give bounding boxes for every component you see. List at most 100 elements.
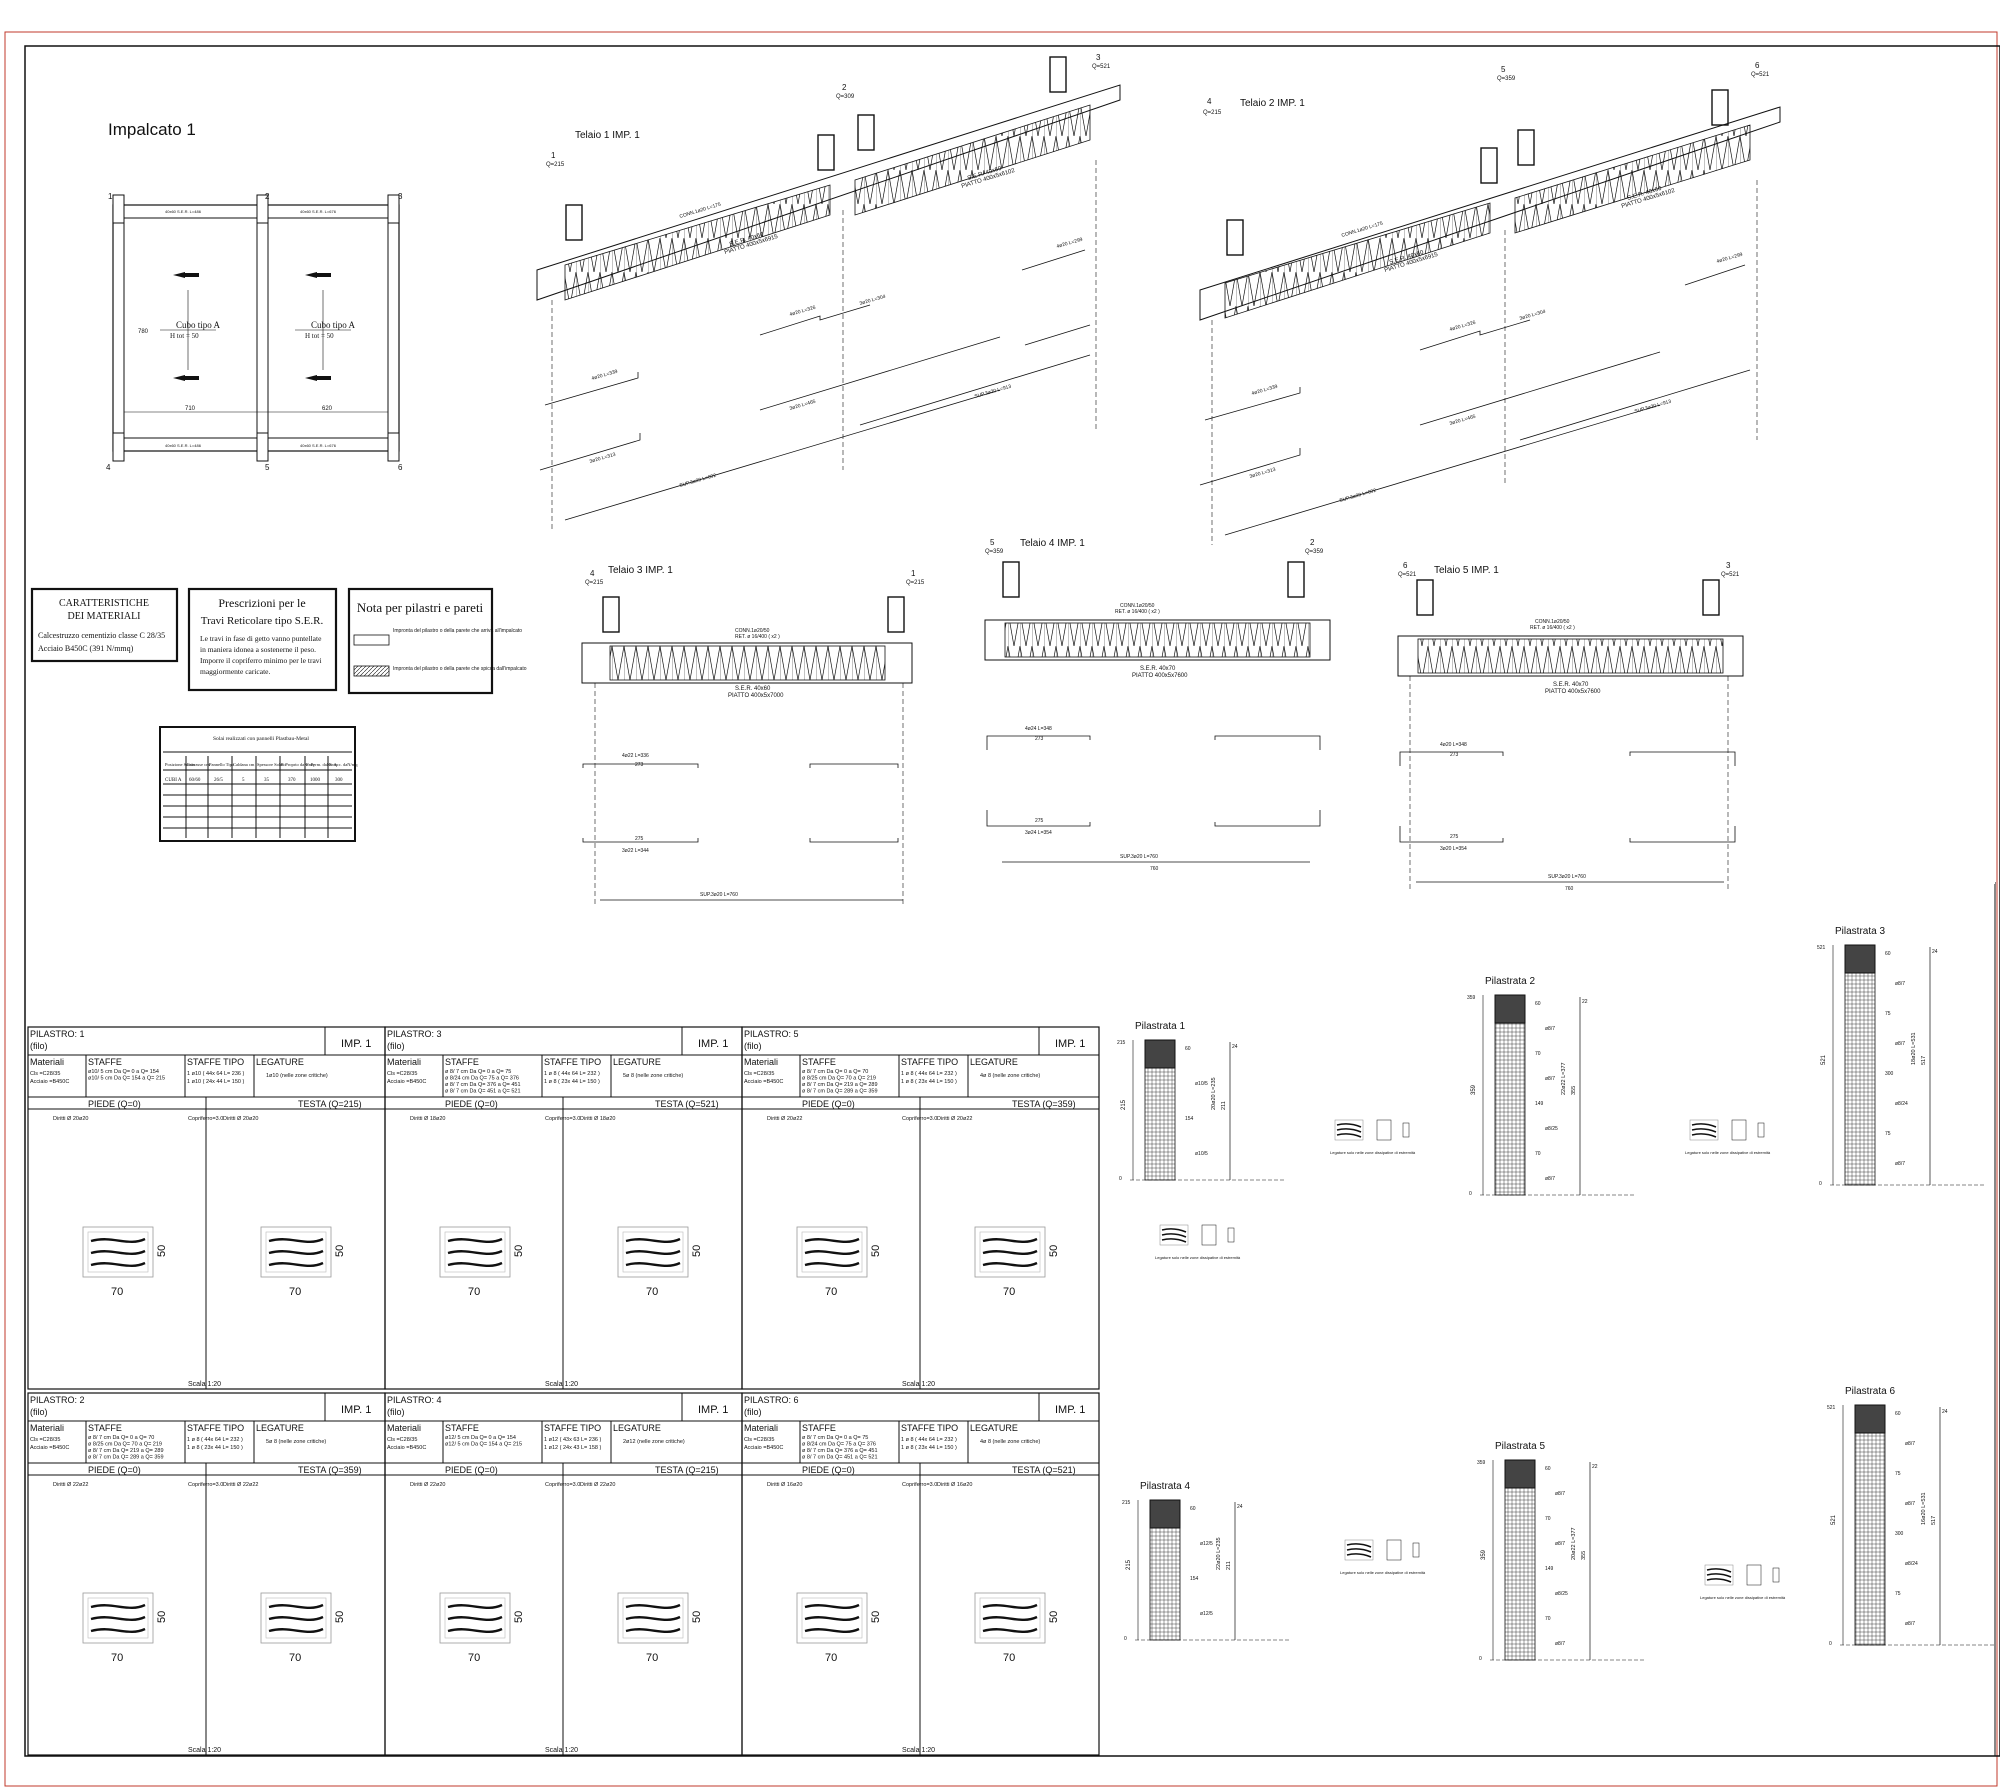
telaio-1-node-2-q: Q=309 xyxy=(836,94,855,100)
telaio-4-ser: S.E.R. 40x70 xyxy=(1140,666,1176,672)
pilastrata-zone: ø8/25 xyxy=(1555,1591,1568,1597)
pilastrata-zone: 154 xyxy=(1185,1116,1194,1122)
pilastro-copriferro: Copriferro=3.0 xyxy=(545,1116,580,1122)
pilastrata-bar2: 517 xyxy=(1921,1056,1927,1065)
caratteristiche-line-2: Acciaio B450C (391 N/mmq) xyxy=(38,644,134,653)
solaio-header-2: Pannello Tipo xyxy=(209,762,235,767)
telaio-5-piatto: PIATTO 400x5x7600 xyxy=(1545,689,1601,695)
telaio-2-node-4: 4 xyxy=(1207,97,1212,106)
telaio-3-rebar-top: 4ø22 L=336 xyxy=(622,753,649,759)
pilastrata-zone: 154 xyxy=(1190,1576,1199,1582)
solaio-cell-2: 26/5 xyxy=(214,778,223,783)
pilastro-scala: Scala 1:20 xyxy=(188,1747,221,1754)
pilastro-ferri-piede: Diritti Ø 20ø22 xyxy=(767,1116,802,1122)
pilastrata-bar: 16ø20 L=531 xyxy=(1921,1492,1927,1525)
prescrizioni-line-3: Imporre il copriferro minimo per le trav… xyxy=(200,656,322,665)
pilastro-ferri-testa: Diritti Ø 22ø20 xyxy=(580,1482,615,1488)
pilastro-copriferro: Copriferro=3.0 xyxy=(545,1482,580,1488)
pilastro-staffa-tipo: 1 ø 8 ( 44x 64 L= 232 ) xyxy=(187,1437,243,1443)
pilastro-testa: TESTA (Q=359) xyxy=(298,1465,362,1475)
telaio-2-node-5: 5 xyxy=(1501,65,1506,74)
pilastro-staffe-label: STAFFE xyxy=(802,1057,836,1067)
telaio-2: Telaio 2 IMP. 1 4 Q=215 5 Q=359 6 Q=521 … xyxy=(1199,61,1781,545)
pilastrata-zone: 60 xyxy=(1885,951,1891,957)
pilastrata-bar: 22ø20 L=235 xyxy=(1216,1537,1222,1570)
pilastrata-hook: 22 xyxy=(1582,999,1588,1005)
pilastrata-bar: 22ø22 L=377 xyxy=(1561,1062,1567,1095)
plan-beam-top-2: 40x60 S.E.R. L=676 xyxy=(300,209,337,214)
pilastro-testa: TESTA (Q=359) xyxy=(1012,1099,1076,1109)
pilastro-section xyxy=(974,1226,1046,1278)
telaio-2-rebar-6: 3ø20 L=465 xyxy=(1449,414,1477,427)
telaio-5-span-top: 273 xyxy=(1450,752,1459,758)
nota-line-1: Impronta del pilastro o della parete che… xyxy=(393,628,522,634)
pilastrata-zone: 70 xyxy=(1535,1151,1541,1157)
pilastro-section xyxy=(796,1226,868,1278)
pilastro-section xyxy=(82,1226,154,1278)
legatura-detail-3: Legature solo nelle zone dissipative di … xyxy=(1685,1119,1771,1155)
pilastro-legature: 5ø 8 (nelle zone critiche) xyxy=(266,1439,326,1445)
telaio-2-conn: CONN.1ø20 L=175 xyxy=(1341,221,1384,239)
pilastrata-zone: ø8/7 xyxy=(1905,1441,1915,1447)
pilastro-cls: Cls =C28/35 xyxy=(30,1437,60,1443)
solaio-header-3: Caldana cm xyxy=(233,762,255,767)
pilastrata-title: Pilastrata 6 xyxy=(1845,1386,1895,1397)
pilastro-staffa-tipo: 1 ø 8 ( 23x 44 L= 150 ) xyxy=(901,1445,957,1451)
pilastrata-hook: 24 xyxy=(1232,1044,1238,1050)
pilastro-imp: IMP. 1 xyxy=(341,1404,371,1416)
pilastro-staffa: ø10/ 5 cm Da Q= 154 a Q= 215 xyxy=(88,1076,165,1082)
pilastro-copriferro: Copriferro=3.0 xyxy=(188,1116,223,1122)
pilastrata-zone: ø8/7 xyxy=(1545,1176,1555,1182)
pilastro-scala: Scala 1:20 xyxy=(902,1381,935,1388)
telaio-4-node-2-q: Q=359 xyxy=(1305,549,1324,555)
pilastrata-4: Pilastrata 4215021560ø12/5154ø12/522ø20 … xyxy=(1122,1481,1290,1642)
telaio-5-node-3-q: Q=521 xyxy=(1721,572,1740,578)
pilastro-filo: (filo) xyxy=(744,1407,762,1417)
telaio-5-node-6: 6 xyxy=(1403,561,1408,570)
plan-beam-bottom-2: 40x60 S.E.R. L=676 xyxy=(300,443,337,448)
pilastro-scala: Scala 1:20 xyxy=(902,1747,935,1754)
pilastrata-zone: ø8/7 xyxy=(1555,1641,1565,1647)
telaio-3-node-4: 4 xyxy=(590,569,595,578)
pilastro-acciaio: Acciaio =B450C xyxy=(30,1079,69,1085)
pilastro-section xyxy=(260,1226,332,1278)
prescrizioni-line-2: in maniera idonea a sostenerne il peso. xyxy=(200,645,316,654)
pilastro-section-b: 70 xyxy=(111,1652,123,1664)
pilastro-section-b: 70 xyxy=(825,1652,837,1664)
pilastro-cls: Cls =C28/35 xyxy=(387,1437,417,1443)
pilastrata-zone: 60 xyxy=(1190,1506,1196,1512)
pilastrata-zone: 70 xyxy=(1545,1516,1551,1522)
pilastro-filo: (filo) xyxy=(387,1041,405,1051)
plan-beam-top-1: 40x60 S.E.R. L=486 xyxy=(165,209,202,214)
telaio-1-rebar-1: 4ø20 L=339 xyxy=(591,369,619,382)
pilastrata-zone: 70 xyxy=(1545,1616,1551,1622)
pilastro-staffa-tipo: 1 ø 8 ( 44x 64 L= 232 ) xyxy=(901,1437,957,1443)
telaio-2-node-6: 6 xyxy=(1755,61,1760,70)
pilastro-staffa-tipo: 1 ø 8 ( 23x 44 L= 150 ) xyxy=(901,1079,957,1085)
pilastrata-height: 215 xyxy=(1121,1099,1127,1110)
telaio-5-ser: S.E.R. 40x70 xyxy=(1553,682,1589,688)
pilastrata-hook: 24 xyxy=(1932,949,1938,955)
pilastro-filo: (filo) xyxy=(30,1407,48,1417)
pilastrata-title: Pilastrata 3 xyxy=(1835,926,1885,937)
pilastro-section-h: 50 xyxy=(513,1245,525,1257)
pilastro-testa: TESTA (Q=521) xyxy=(655,1099,719,1109)
impalcato-plan: Impalcato 1 1 2 3 4 5 6 40x60 S.E.R. L=4… xyxy=(106,120,403,472)
solaio-cell-5: 370 xyxy=(288,778,296,783)
pilastrata-height: 359 xyxy=(1481,1549,1487,1560)
pilastro-section-b: 70 xyxy=(646,1286,658,1298)
pilastrata-5: Pilastrata 5359035960ø8/770ø8/7149ø8/257… xyxy=(1477,1441,1645,1662)
pilastro-imp: IMP. 1 xyxy=(1055,1404,1085,1416)
pilastrata-zone: ø8/7 xyxy=(1895,981,1905,987)
telaio-2-title: Telaio 2 IMP. 1 xyxy=(1240,98,1305,109)
pilastrata-zone: 300 xyxy=(1885,1071,1894,1077)
pilastro-cls: Cls =C28/35 xyxy=(30,1071,60,1077)
telaio-3-rebar-bot: 3ø22 L=344 xyxy=(622,848,649,854)
telaio-3-node-1: 1 xyxy=(911,569,916,578)
pilastro-ferri-testa: Diritti Ø 20ø22 xyxy=(937,1116,972,1122)
pilastro-legature-label: LEGATURE xyxy=(970,1423,1018,1433)
telaio-1-node-2: 2 xyxy=(842,83,847,92)
pilastro-title: PILASTRO: 1 xyxy=(30,1029,85,1039)
telaio-1-rebar-4: 3ø20 L=304 xyxy=(859,294,887,307)
